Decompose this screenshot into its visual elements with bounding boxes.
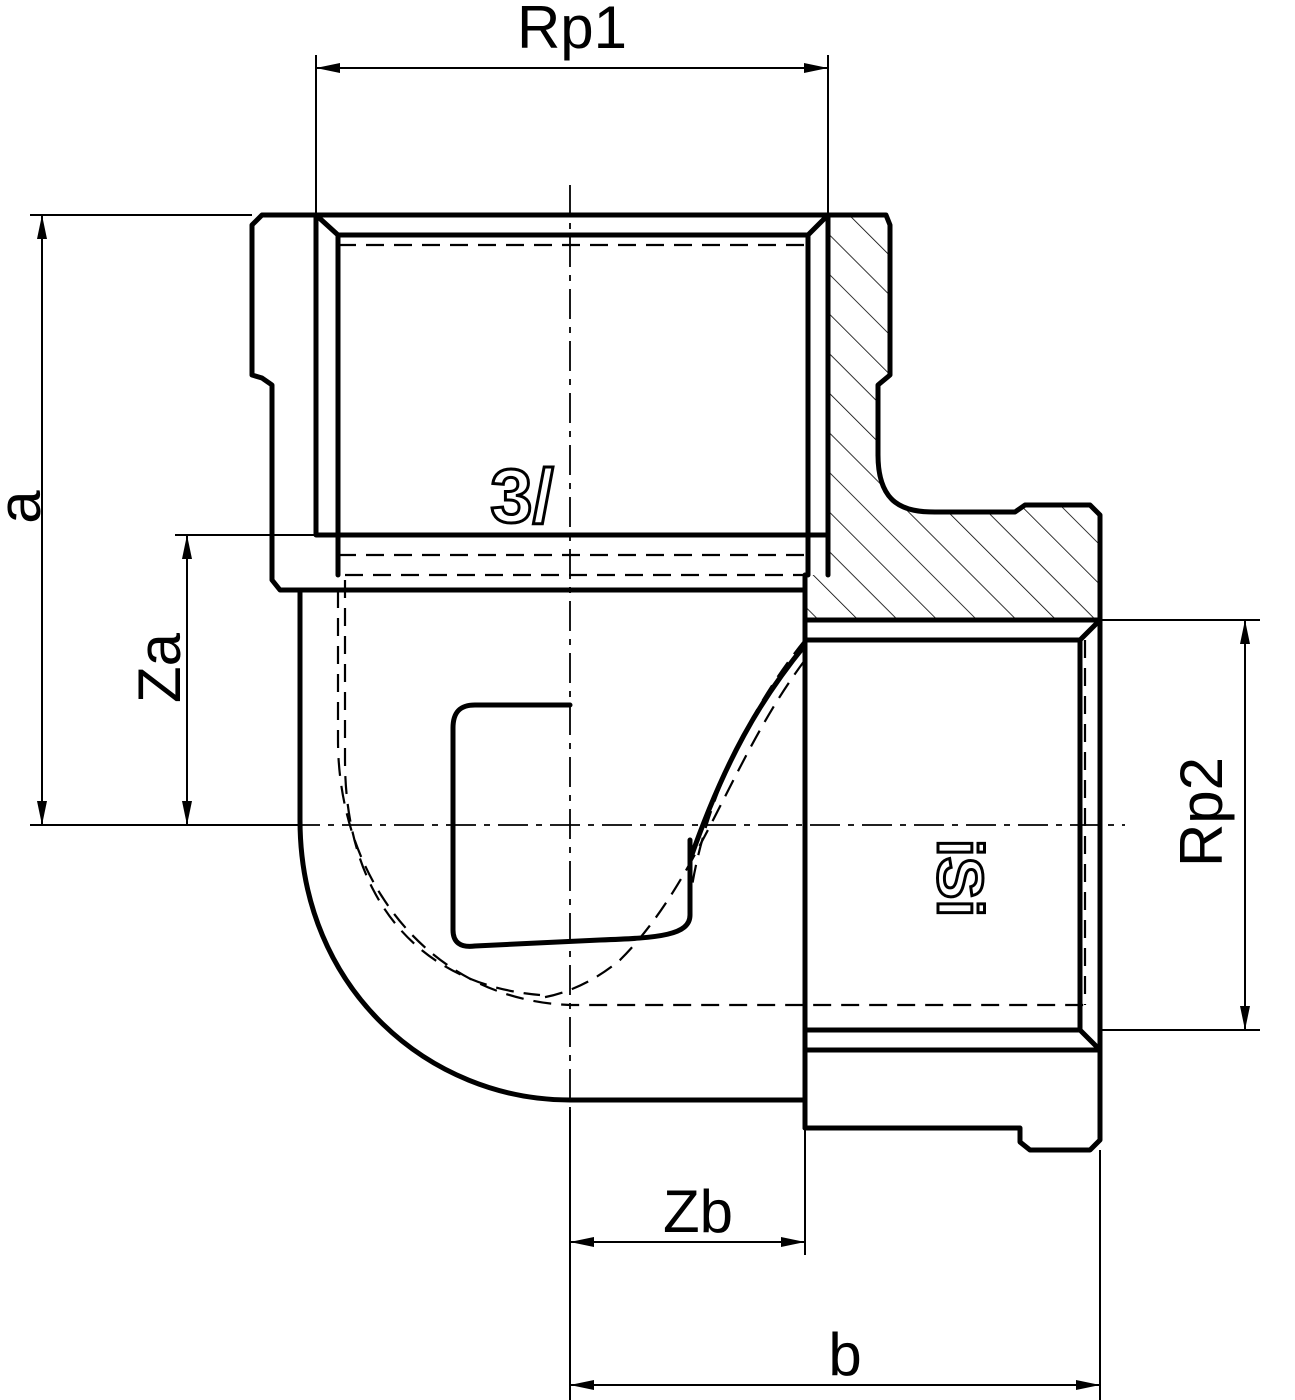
za-label: Za: [126, 632, 193, 703]
hatched-section: [805, 215, 1100, 620]
b-label: b: [828, 1321, 861, 1388]
size-mark: 3/: [490, 454, 553, 539]
rp2-label: Rp2: [1168, 757, 1235, 867]
fitting-outline: [249, 212, 1103, 1153]
hidden-lines: [336, 243, 1087, 1007]
center-lines: [290, 185, 1125, 1110]
a-label: a: [0, 490, 53, 524]
rp1-label: Rp1: [517, 0, 627, 61]
dimension-lines: [30, 55, 1260, 1400]
zb-label: Zb: [663, 1178, 733, 1245]
brand-mark: iSi: [924, 839, 996, 917]
